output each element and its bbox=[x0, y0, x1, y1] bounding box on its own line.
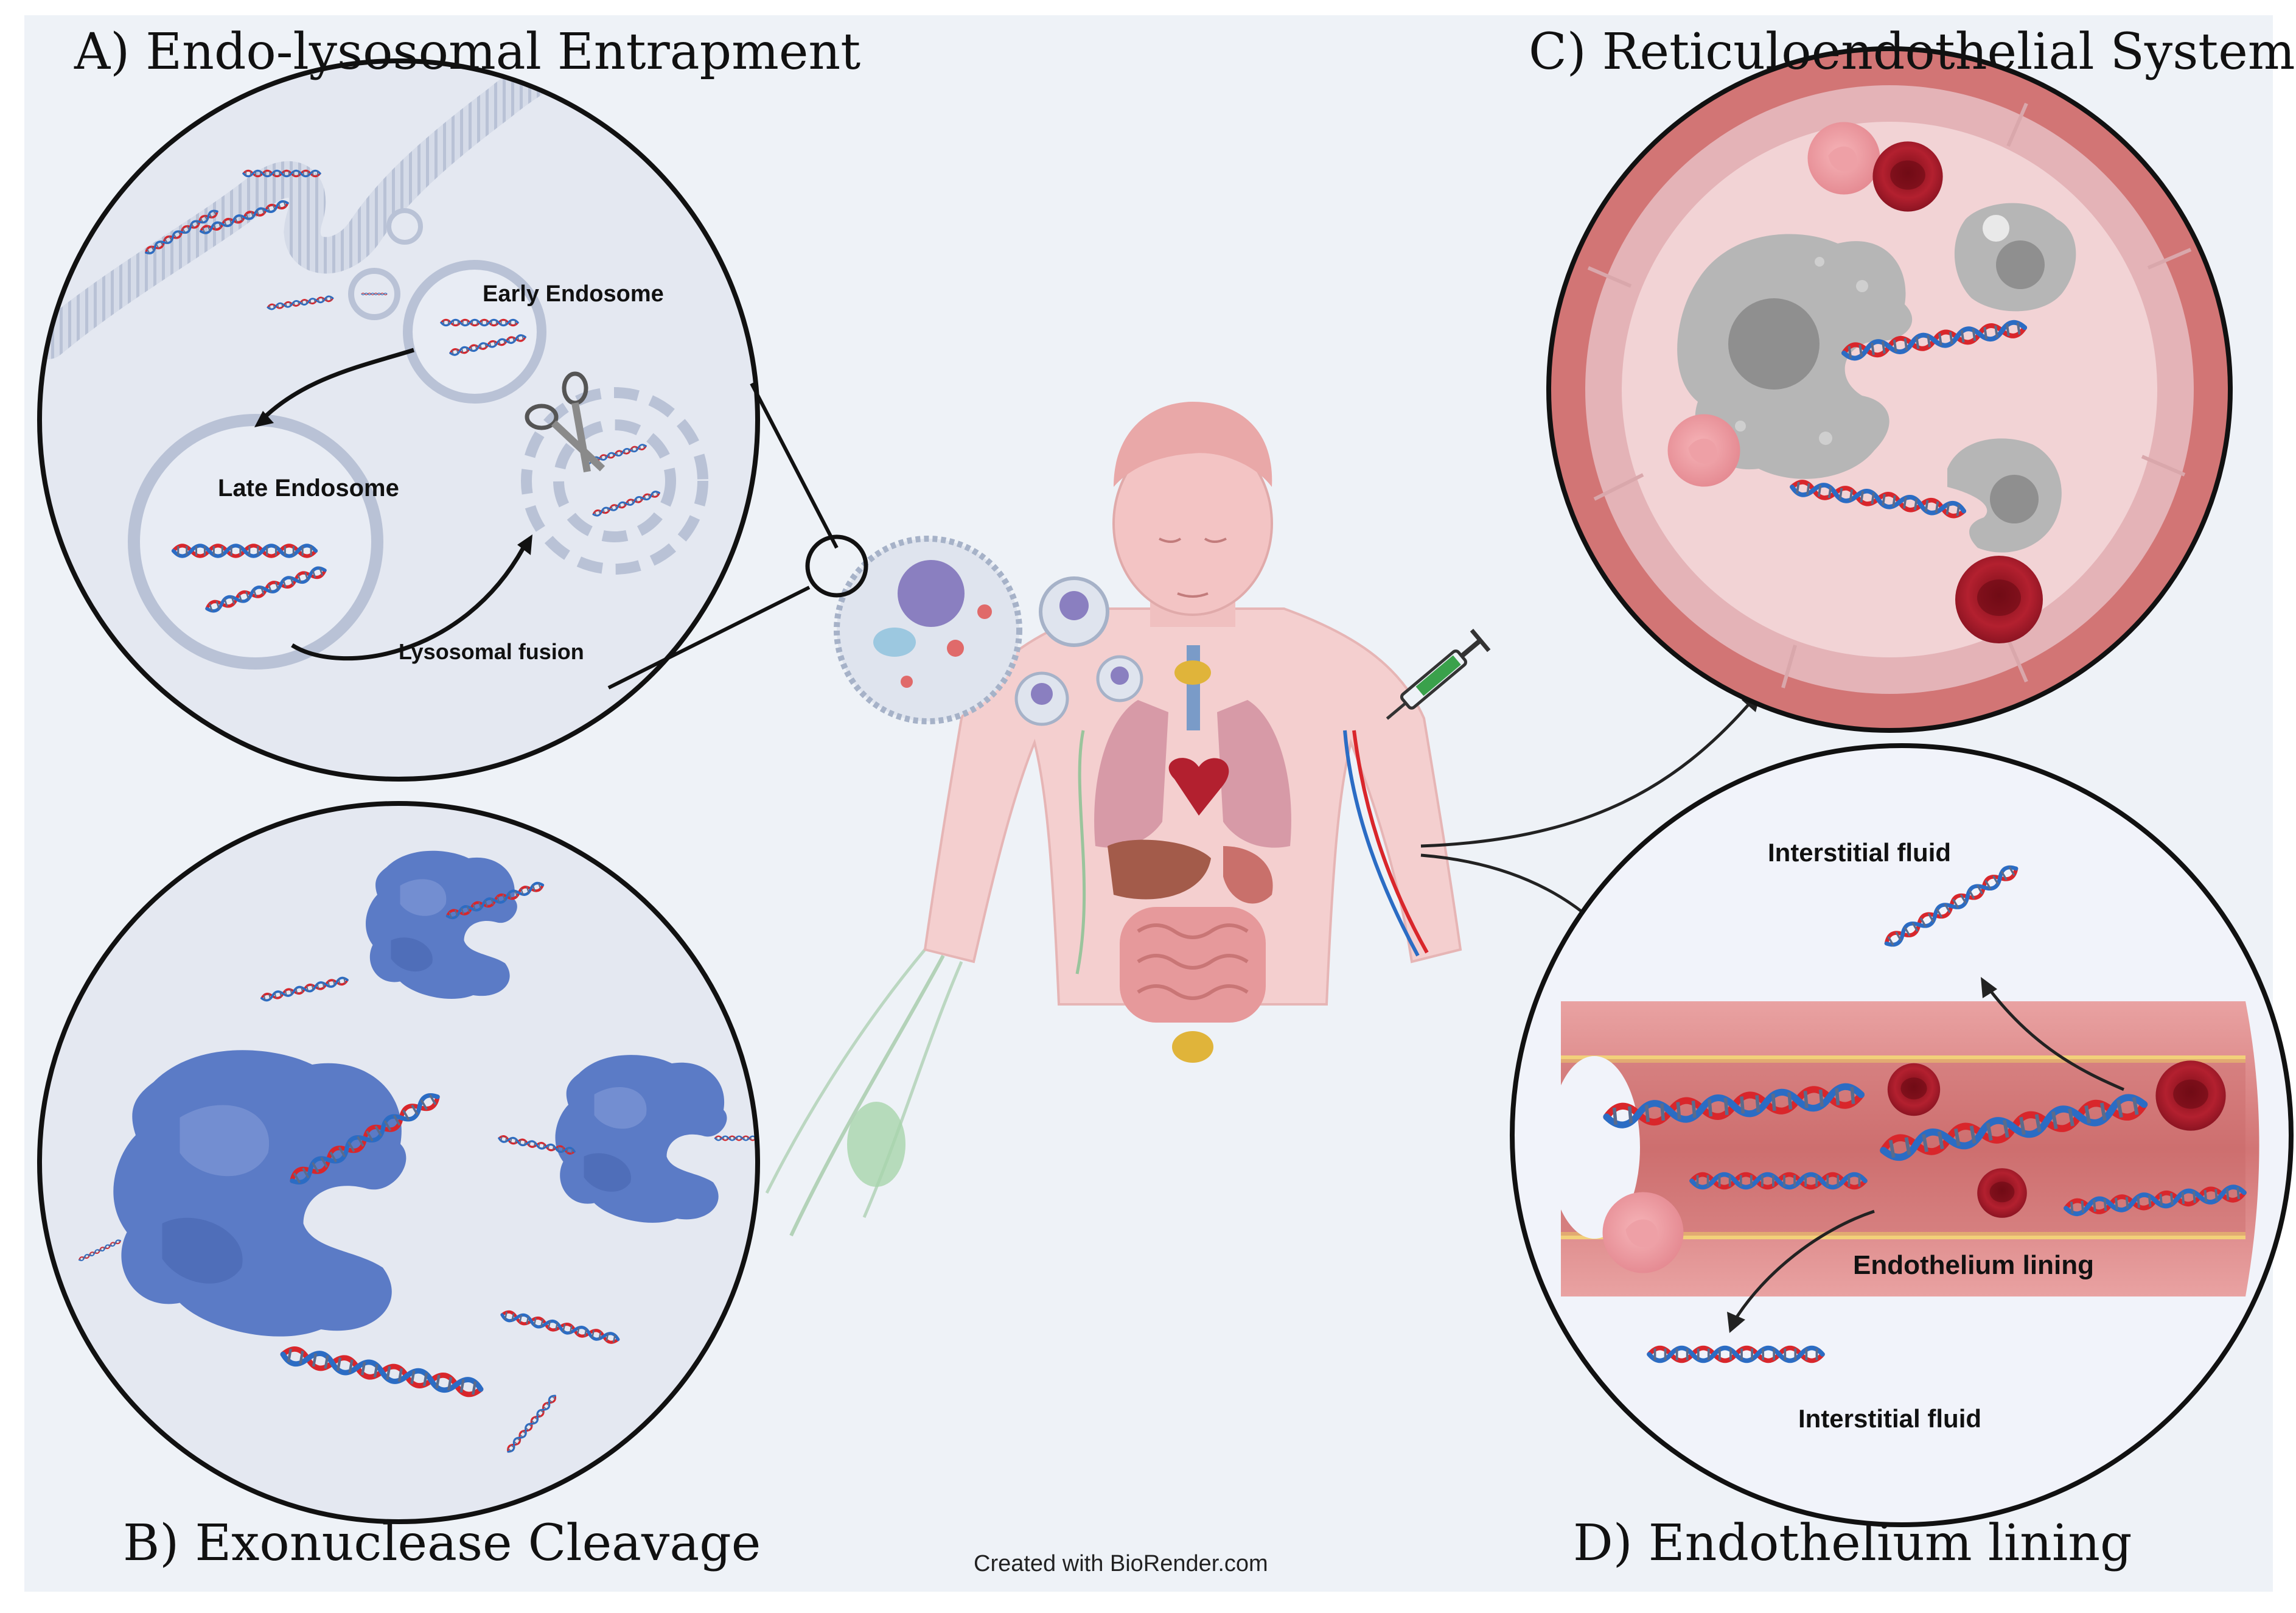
red-blood-cell-icon bbox=[2155, 1060, 2226, 1131]
white-blood-cell-icon bbox=[1602, 1192, 1684, 1273]
early-endosome bbox=[403, 260, 546, 404]
syringe-icon bbox=[1386, 629, 1491, 720]
label-late-endosome: Late Endosome bbox=[218, 475, 399, 502]
panel-b-exonuclease bbox=[37, 801, 760, 1524]
label-lysosomal-fusion: Lysosomal fusion bbox=[399, 639, 584, 664]
white-blood-cell-icon bbox=[1807, 122, 1880, 195]
red-blood-cell-icon bbox=[1955, 556, 2043, 643]
macrophage-icon bbox=[1954, 203, 2076, 312]
cell-icon bbox=[834, 536, 1022, 724]
zoom-ring bbox=[805, 534, 868, 598]
red-blood-cell-icon bbox=[1977, 1168, 2027, 1218]
biorender-credit: Created with BioRender.com bbox=[974, 1551, 1268, 1576]
label-early-endosome: Early Endosome bbox=[483, 281, 664, 307]
red-blood-cell-icon bbox=[1872, 141, 1943, 212]
lysosome bbox=[521, 387, 708, 575]
white-blood-cell-icon bbox=[1667, 414, 1740, 487]
panel-a-endo-lysosomal: Early Endosome Late Endosome Lysosomal f… bbox=[37, 58, 760, 782]
label-interstitial-fluid-top: Interstitial fluid bbox=[1768, 838, 1951, 867]
red-blood-cell-icon bbox=[1887, 1063, 1941, 1116]
panel-b-title: B) Exonuclease Cleavage bbox=[123, 1514, 761, 1572]
panel-d-endothelium: Interstitial fluid Endothelium lining In… bbox=[1510, 743, 2294, 1527]
label-endothelium-lining: Endothelium lining bbox=[1853, 1250, 2094, 1280]
macrophage-icon bbox=[1677, 234, 1913, 479]
label-interstitial-fluid-bottom: Interstitial fluid bbox=[1798, 1404, 1981, 1433]
late-endosome bbox=[128, 414, 383, 670]
cell-icon bbox=[1014, 576, 1143, 726]
panel-a-title: A) Endo-lysosomal Entrapment bbox=[74, 23, 861, 81]
panel-c-reticuloendothelial bbox=[1546, 46, 2233, 733]
panel-c-title: C) Reticuloendothelial System bbox=[1529, 23, 2295, 81]
panel-d-title: D) Endothelium lining bbox=[1573, 1514, 2132, 1572]
macrophage-icon bbox=[1947, 438, 2062, 553]
scissors-icon bbox=[525, 371, 605, 473]
